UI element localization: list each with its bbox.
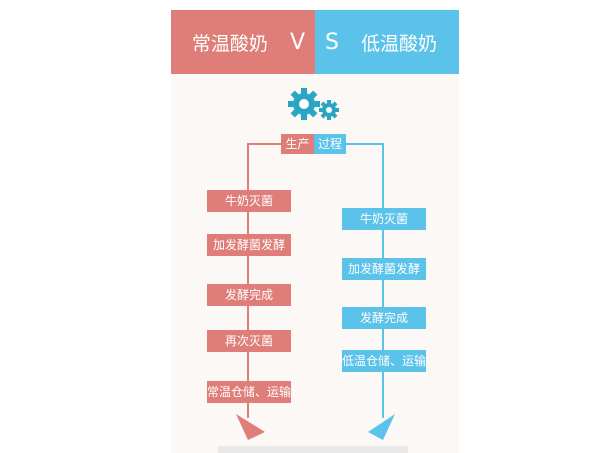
right-step-sterilize-milk: 牛奶灭菌: [342, 208, 426, 230]
bottom-strip: [218, 446, 408, 453]
vs-letter-s: S: [325, 29, 339, 55]
left-step-resterilize: 再次灭菌: [207, 330, 291, 352]
left-step-sterilize-milk: 牛奶灭菌: [207, 190, 291, 212]
gear-icon: [288, 88, 320, 120]
right-arrowhead: [368, 414, 395, 440]
left-step-ambient-storage: 常温仓储、运输: [207, 381, 291, 403]
header-left-band: 常温酸奶 V: [171, 10, 315, 74]
left-flow-line: [247, 143, 282, 418]
header-right-title: 低温酸奶: [360, 32, 437, 55]
process-label-right: 过程: [314, 134, 346, 154]
right-step-add-culture: 加发酵菌发酵: [342, 258, 426, 280]
small-gear-icon: [319, 100, 339, 120]
left-step-fermentation-done: 发酵完成: [207, 284, 291, 306]
right-flow-line: [344, 143, 384, 418]
left-arrowhead: [236, 414, 265, 440]
process-label-left: 生产: [281, 134, 314, 154]
header-left-title: 常温酸奶: [191, 32, 268, 55]
right-step-fermentation-done: 发酵完成: [342, 307, 426, 329]
left-step-add-culture: 加发酵菌发酵: [207, 234, 291, 256]
header-right-band: S 低温酸奶: [315, 10, 459, 74]
vs-letter-v: V: [289, 29, 305, 55]
infographic-panel: [171, 10, 459, 453]
right-step-cold-storage: 低温仓储、运输: [342, 350, 426, 372]
